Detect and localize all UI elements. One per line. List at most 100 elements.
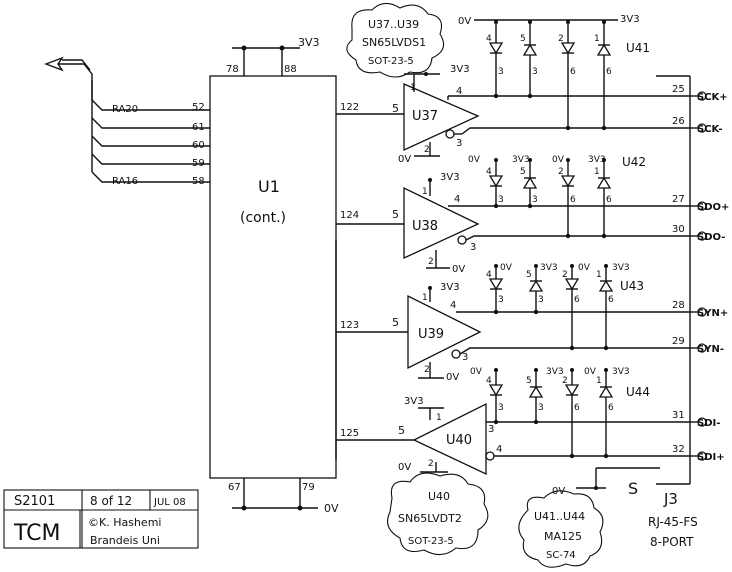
j3-pin-number: 26 bbox=[672, 116, 685, 127]
u40-in-pin: 125 bbox=[340, 428, 359, 439]
esd-pin-bottom: 6 bbox=[608, 403, 614, 413]
title-block bbox=[3, 489, 199, 549]
esd-pin-top: 2 bbox=[558, 34, 564, 44]
esd-pin-bottom: 3 bbox=[532, 195, 538, 205]
u44-ref: U44 bbox=[626, 385, 650, 399]
u38-vcc: 3V3 bbox=[440, 172, 460, 183]
title-project: TCM bbox=[13, 521, 61, 546]
u38-in-pin: 124 bbox=[340, 210, 359, 221]
u43-ref: U43 bbox=[620, 279, 644, 293]
j3-pin-number: 25 bbox=[672, 84, 685, 95]
u41-rail-3v3: 3V3 bbox=[620, 14, 640, 25]
esd-pin-bottom: 3 bbox=[498, 195, 504, 205]
j3-signal-label: SCK+ bbox=[697, 92, 728, 103]
esd-pin-bottom: 6 bbox=[574, 403, 580, 413]
title-date: JUL 08 bbox=[153, 497, 186, 508]
esd-pin-bottom: 6 bbox=[608, 295, 614, 305]
u39-gnd: 0V bbox=[446, 372, 459, 383]
esd-diode: 43 bbox=[486, 368, 504, 425]
j3-shield-label: S bbox=[628, 479, 638, 498]
cloud-receiver-note bbox=[387, 472, 489, 556]
u37-gnd-pin: 2 bbox=[424, 145, 430, 155]
esd-pin-top: 1 bbox=[596, 376, 602, 386]
j3-signal-label: SYN+ bbox=[697, 308, 728, 319]
cloud-rcv-line1: U40 bbox=[428, 490, 450, 503]
u39-vcc: 3V3 bbox=[440, 282, 460, 293]
esd-pin-bottom: 6 bbox=[606, 195, 612, 205]
driver-u37 bbox=[336, 72, 690, 157]
cloud-drv-line3: SOT-23-5 bbox=[368, 56, 414, 67]
u40-gnd: 0V bbox=[398, 462, 411, 473]
u1-sub: (cont.) bbox=[240, 210, 286, 226]
j3-signal-label: SDO+ bbox=[697, 202, 729, 213]
u42-rail-3v3-b: 3V3 bbox=[588, 155, 606, 165]
u42-rail-0v-b: 0V bbox=[552, 155, 565, 165]
j3-pin-number: 32 bbox=[672, 444, 685, 455]
j3-shield bbox=[576, 467, 660, 490]
bus-lines bbox=[91, 99, 210, 183]
connector-j3-pins: 25SCK+26SCK-27SDO+30SDO-28SYN+29SYN-31SD… bbox=[672, 84, 729, 463]
title-sheet-id: S2101 bbox=[14, 494, 55, 509]
esd-pin-top: 2 bbox=[562, 270, 568, 280]
u38-gnd-pin: 2 bbox=[428, 257, 434, 267]
esd-pin-top: 1 bbox=[596, 270, 602, 280]
u41-rail-0v: 0V bbox=[458, 16, 471, 27]
u38-ref: U38 bbox=[412, 219, 438, 234]
u44-rail-3v3: 3V3 bbox=[546, 367, 564, 377]
esd-pin-bottom: 6 bbox=[570, 67, 576, 77]
esd-diode: 53 bbox=[520, 20, 538, 99]
title-org: Brandeis Uni bbox=[90, 534, 160, 547]
driver-u38 bbox=[336, 178, 690, 269]
j3-signal-label: SDI- bbox=[697, 418, 720, 429]
u40-vcc: 3V3 bbox=[404, 396, 424, 407]
cloud-rcv-line3: SOT-23-5 bbox=[408, 536, 454, 547]
u43-rail-0v-b: 0V bbox=[578, 263, 591, 273]
esd-diode: 43 bbox=[486, 20, 504, 99]
esd-pin-bottom: 3 bbox=[498, 295, 504, 305]
u37-out-pos: 4 bbox=[456, 86, 462, 97]
esd-pin-top: 2 bbox=[562, 376, 568, 386]
u43-rail-3v3: 3V3 bbox=[540, 263, 558, 273]
u42-rail-0v: 0V bbox=[468, 155, 481, 165]
esd-pin-bottom: 6 bbox=[606, 67, 612, 77]
u43-rail-3v3-b: 3V3 bbox=[612, 263, 630, 273]
u40-out-pos: 4 bbox=[496, 444, 502, 455]
j3-pin-number: 27 bbox=[672, 194, 685, 205]
title-sheet-of: 8 of 12 bbox=[90, 494, 132, 508]
u38-in-num: 5 bbox=[392, 208, 399, 221]
esd-pin-bottom: 3 bbox=[532, 67, 538, 77]
u37-vcc-pin: 1 bbox=[410, 83, 416, 93]
esd-diode: 26 bbox=[558, 20, 576, 131]
cloud-esd-line2: MA125 bbox=[544, 530, 582, 543]
esd-pin-top: 5 bbox=[526, 376, 532, 386]
cloud-drv-line2: SN65LVDS1 bbox=[362, 36, 426, 49]
esd-pin-top: 4 bbox=[486, 270, 492, 280]
u39-in-pin: 123 bbox=[340, 320, 359, 331]
u41-ref: U41 bbox=[626, 41, 650, 55]
cloud-esd-line1: U41..U44 bbox=[534, 510, 585, 523]
u1-top-supply bbox=[232, 45, 300, 76]
cloud-esd-note bbox=[518, 490, 604, 568]
u42-rail-3v3: 3V3 bbox=[512, 155, 530, 165]
connector-j3-body bbox=[656, 75, 691, 485]
esd-pin-bottom: 3 bbox=[538, 295, 544, 305]
u40-vcc-pin: 1 bbox=[436, 413, 442, 423]
j3-pin-number: 31 bbox=[672, 410, 685, 421]
u37-in-pin: 122 bbox=[340, 102, 359, 113]
esd-pin-bottom: 6 bbox=[574, 295, 580, 305]
u40-gnd-pin: 2 bbox=[428, 459, 434, 469]
u37-in-num: 5 bbox=[392, 102, 399, 115]
u1-supply-0v: 0V bbox=[324, 502, 339, 515]
bus-arrow bbox=[44, 56, 93, 172]
esd-diode: 16 bbox=[594, 158, 612, 239]
